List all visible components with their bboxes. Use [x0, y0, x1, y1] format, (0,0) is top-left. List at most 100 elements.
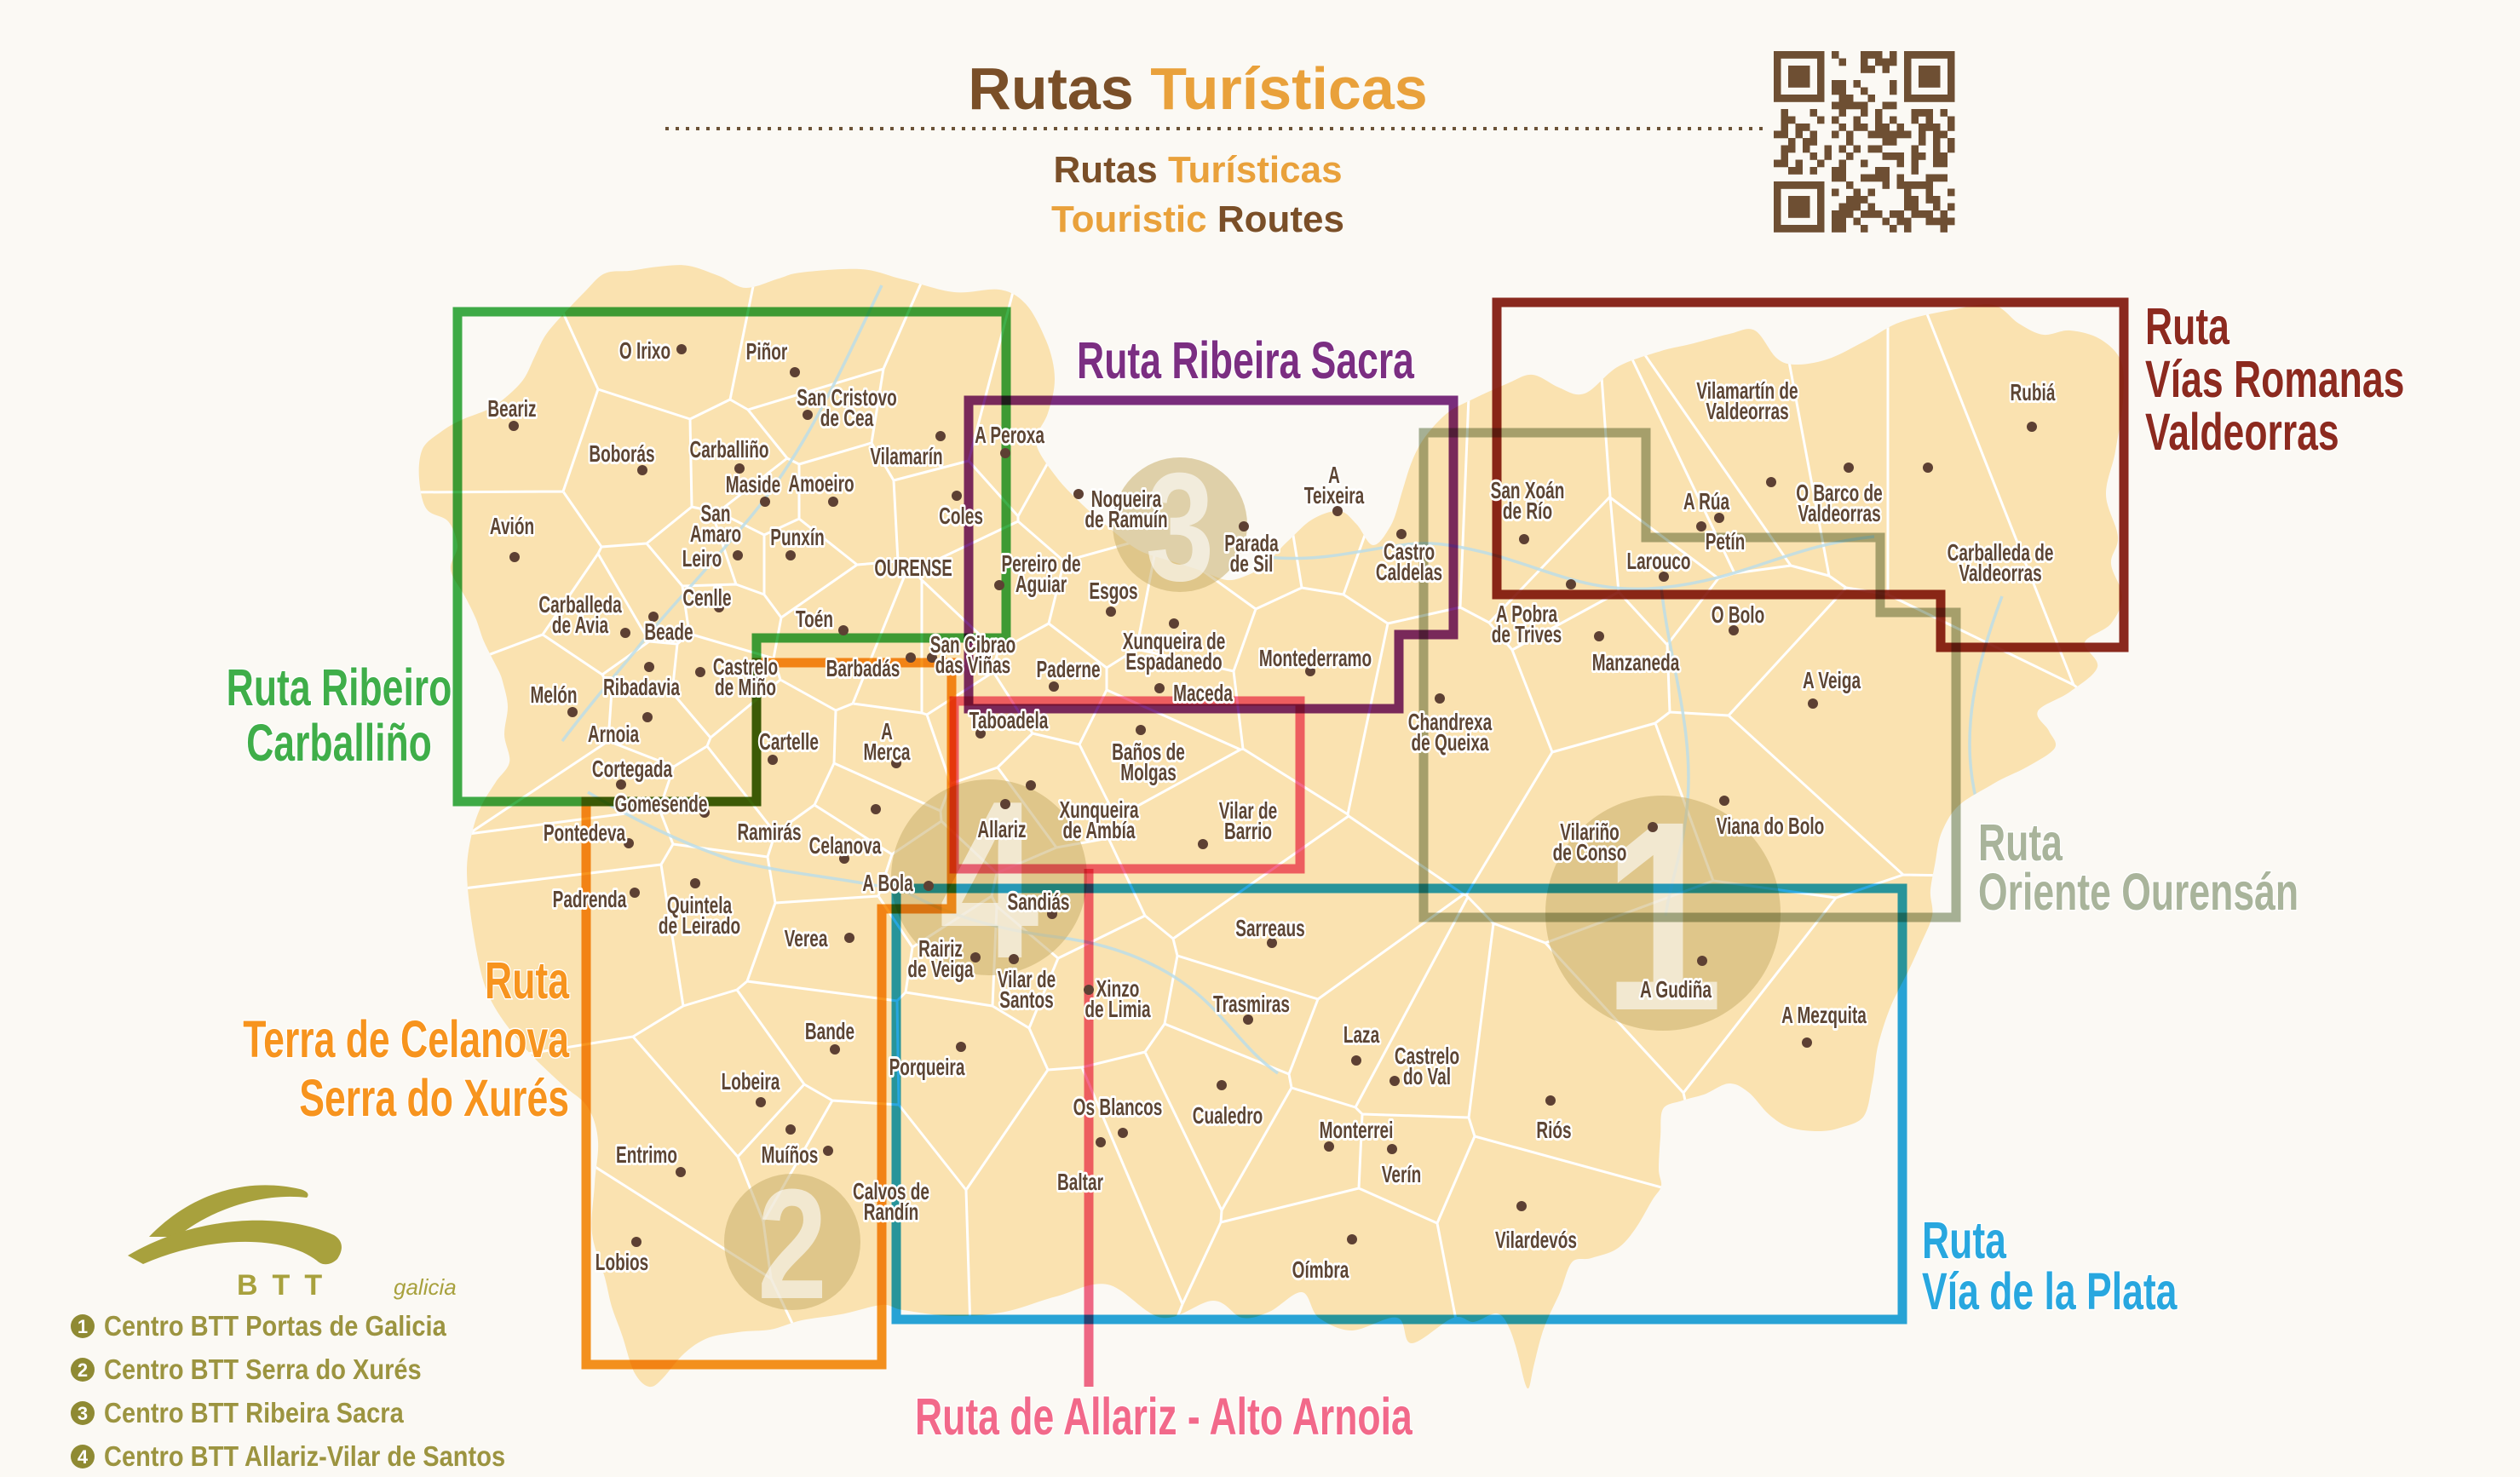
svg-text:Beariz: Beariz: [487, 395, 536, 422]
svg-text:Allariz: Allariz: [977, 816, 1026, 843]
svg-text:Espadanedo: Espadanedo: [1125, 648, 1222, 675]
svg-text:Ruta: Ruta: [2145, 298, 2230, 355]
svg-text:San Cibrao: San Cibrao: [930, 631, 1015, 658]
svg-text:Maside: Maside: [726, 471, 781, 498]
svg-text:de Ambía: de Ambía: [1063, 817, 1136, 844]
svg-text:Vilamartín de: Vilamartín de: [1696, 377, 1798, 405]
svg-text:Leiro: Leiro: [682, 545, 722, 572]
svg-text:de Queixa: de Queixa: [1412, 729, 1490, 756]
svg-text:Valdeorras: Valdeorras: [2145, 404, 2339, 461]
svg-text:Riós: Riós: [1536, 1117, 1571, 1144]
svg-text:3: 3: [1146, 441, 1215, 613]
svg-text:2: 2: [757, 1157, 827, 1331]
svg-text:Cortegada: Cortegada: [592, 756, 673, 783]
svg-text:Larouco: Larouco: [1626, 548, 1690, 575]
svg-text:Pontedeva: Pontedeva: [544, 819, 626, 847]
svg-text:Cartelle: Cartelle: [759, 728, 819, 756]
svg-text:Esgos: Esgos: [1089, 578, 1137, 605]
svg-text:Toén: Toén: [796, 606, 833, 633]
svg-text:Carballiño: Carballiño: [689, 436, 768, 463]
svg-text:A Pobra: A Pobra: [1496, 601, 1558, 628]
svg-text:Valdeorras: Valdeorras: [1959, 560, 2041, 587]
svg-text:A Mezquita: A Mezquita: [1781, 1002, 1867, 1029]
svg-text:A Peroxa: A Peroxa: [975, 422, 1044, 449]
svg-text:de Limia: de Limia: [1085, 996, 1151, 1023]
svg-text:Ruta: Ruta: [1922, 1212, 2007, 1269]
svg-text:das Viñas: das Viñas: [935, 652, 1011, 679]
svg-text:galicia: galicia: [394, 1274, 457, 1300]
svg-text:Bande: Bande: [805, 1018, 854, 1045]
svg-text:Centro BTT Allariz-Vilar de Sa: Centro BTT Allariz-Vilar de Santos: [104, 1440, 505, 1472]
svg-text:Lobios: Lobios: [595, 1249, 648, 1276]
svg-text:Sarreaus: Sarreaus: [1235, 915, 1304, 942]
svg-text:Petín: Petín: [1706, 528, 1746, 555]
svg-text:Monterrei: Monterrei: [1320, 1117, 1394, 1144]
svg-text:San Cristovo: San Cristovo: [797, 384, 896, 411]
svg-text:Celanova: Celanova: [809, 832, 882, 859]
svg-text:Verea: Verea: [785, 925, 828, 952]
svg-text:Carballiño: Carballiño: [246, 715, 432, 772]
svg-text:Oímbra: Oímbra: [1292, 1256, 1349, 1284]
svg-text:de Conso: de Conso: [1553, 839, 1627, 866]
svg-text:Ruta de Allariz - Alto Arnoia: Ruta de Allariz - Alto Arnoia: [915, 1388, 1413, 1445]
svg-text:A Rúa: A Rúa: [1683, 488, 1730, 515]
svg-text:Serra do Xurés: Serra do Xurés: [299, 1070, 569, 1127]
svg-text:Ruta: Ruta: [485, 952, 570, 1009]
svg-text:1: 1: [78, 1316, 88, 1337]
svg-text:Teixeira: Teixeira: [1304, 482, 1365, 509]
svg-text:Baños de: Baños de: [1112, 738, 1185, 766]
svg-text:de Ramuín: de Ramuín: [1085, 506, 1167, 533]
svg-text:Punxín: Punxín: [770, 524, 824, 551]
svg-text:Taboadela: Taboadela: [969, 707, 1049, 734]
svg-text:Valdeorras: Valdeorras: [1798, 500, 1880, 527]
svg-text:Xinzo: Xinzo: [1096, 975, 1140, 1003]
svg-text:Rairiz: Rairiz: [918, 935, 963, 963]
svg-text:Chandrexa: Chandrexa: [1408, 709, 1493, 736]
svg-text:Piñor: Piñor: [746, 338, 788, 365]
svg-text:Cenlle: Cenlle: [682, 584, 731, 612]
svg-text:A Gudiña: A Gudiña: [1640, 976, 1712, 1003]
svg-text:Amoeiro: Amoeiro: [788, 470, 854, 497]
svg-text:Ribadavia: Ribadavia: [603, 674, 680, 701]
svg-text:BTT: BTT: [237, 1269, 337, 1302]
svg-text:Oriente Ourensán: Oriente Ourensán: [1978, 864, 2298, 921]
svg-text:de Leirado: de Leirado: [659, 912, 740, 940]
svg-text:de Cea: de Cea: [820, 405, 874, 432]
svg-text:Vilardevós: Vilardevós: [1495, 1227, 1577, 1254]
svg-text:Viana do Bolo: Viana do Bolo: [1717, 813, 1825, 840]
svg-text:Trasmiras: Trasmiras: [1213, 991, 1290, 1018]
svg-text:Vías Romanas: Vías Romanas: [2145, 351, 2404, 408]
svg-text:Quintela: Quintela: [667, 892, 733, 919]
svg-text:O Irixo: O Irixo: [619, 337, 670, 365]
svg-text:Lobeira: Lobeira: [722, 1068, 780, 1095]
svg-text:de Trives: de Trives: [1492, 621, 1562, 648]
svg-text:Pereiro de: Pereiro de: [1001, 550, 1080, 578]
svg-text:2: 2: [78, 1359, 88, 1381]
svg-text:Touristic Routes: Touristic Routes: [1051, 198, 1344, 240]
svg-text:Nogueira: Nogueira: [1091, 486, 1162, 513]
svg-text:Caldelas: Caldelas: [1376, 559, 1442, 586]
svg-text:Centro BTT Serra do Xurés: Centro BTT Serra do Xurés: [104, 1353, 422, 1385]
svg-text:San: San: [701, 500, 731, 527]
svg-text:Baltar: Baltar: [1057, 1169, 1103, 1196]
svg-text:Laza: Laza: [1343, 1021, 1380, 1049]
svg-text:Centro BTT Portas de Galicia: Centro BTT Portas de Galicia: [104, 1310, 446, 1342]
svg-text:Entrimo: Entrimo: [616, 1141, 677, 1169]
svg-text:A: A: [1328, 462, 1340, 489]
svg-text:de Veiga: de Veiga: [907, 956, 974, 983]
svg-text:Ramirás: Ramirás: [737, 819, 801, 846]
svg-text:Castro: Castro: [1384, 538, 1435, 566]
svg-text:Vilamarín: Vilamarín: [870, 443, 942, 470]
svg-text:Vilar de: Vilar de: [998, 966, 1056, 993]
svg-text:Beade: Beade: [644, 618, 693, 646]
svg-text:Cualedro: Cualedro: [1193, 1102, 1263, 1129]
svg-text:Paderne: Paderne: [1036, 656, 1100, 683]
svg-text:Parada: Parada: [1224, 530, 1279, 557]
svg-text:Santos: Santos: [999, 986, 1053, 1014]
svg-text:Sandiás: Sandiás: [1007, 888, 1069, 916]
svg-text:OURENSE: OURENSE: [874, 555, 952, 582]
svg-text:Ruta Ribeiro: Ruta Ribeiro: [227, 659, 452, 716]
svg-text:Molgas: Molgas: [1120, 759, 1177, 786]
svg-text:Rubiá: Rubiá: [2011, 379, 2056, 406]
svg-text:Amaro: Amaro: [690, 520, 741, 548]
